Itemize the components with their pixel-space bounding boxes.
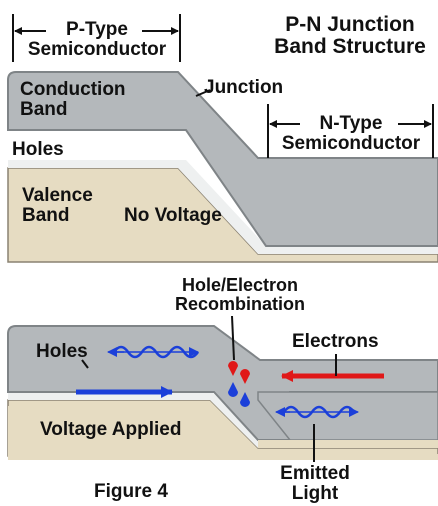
electrons-label: Electrons xyxy=(292,332,379,352)
voltage-applied-label: Voltage Applied xyxy=(40,420,181,440)
recombination-line1: Hole/Electron xyxy=(160,276,320,295)
emitted-light-line2: Light xyxy=(270,484,360,504)
bottom-valence-right-lower xyxy=(258,440,438,448)
bottom-conduction-right xyxy=(258,392,438,440)
emitted-light-line1: Emitted xyxy=(270,464,360,484)
figure-title-line2: Band Structure xyxy=(270,36,430,58)
figure-title: P-N Junction Band Structure xyxy=(270,14,430,58)
recombination-line2: Recombination xyxy=(160,295,320,314)
top-holes-label: Holes xyxy=(12,140,64,160)
n-type-label-line2: Semiconductor xyxy=(270,134,432,154)
conduction-band-label: Conduction Band xyxy=(20,80,126,120)
p-type-label-line2: Semiconductor xyxy=(14,40,180,60)
n-type-label: N-Type Semiconductor xyxy=(270,114,432,154)
emitted-light-label: Emitted Light xyxy=(270,464,360,504)
figure-caption: Figure 4 xyxy=(94,482,168,502)
valence-band-line2: Band xyxy=(22,206,93,226)
recombination-label: Hole/Electron Recombination xyxy=(160,276,320,314)
conduction-band-line2: Band xyxy=(20,100,126,120)
p-type-label-line1: P-Type xyxy=(14,20,180,40)
n-type-label-line1: N-Type xyxy=(270,114,432,134)
figure-title-line1: P-N Junction xyxy=(270,14,430,36)
bottom-holes-label: Holes xyxy=(36,342,88,362)
valence-band-label: Valence Band xyxy=(22,186,93,226)
junction-label: Junction xyxy=(204,78,283,98)
conduction-band-line1: Conduction xyxy=(20,80,126,100)
valence-band-line1: Valence xyxy=(22,186,93,206)
no-voltage-label: No Voltage xyxy=(124,206,222,226)
p-type-label: P-Type Semiconductor xyxy=(14,20,180,60)
